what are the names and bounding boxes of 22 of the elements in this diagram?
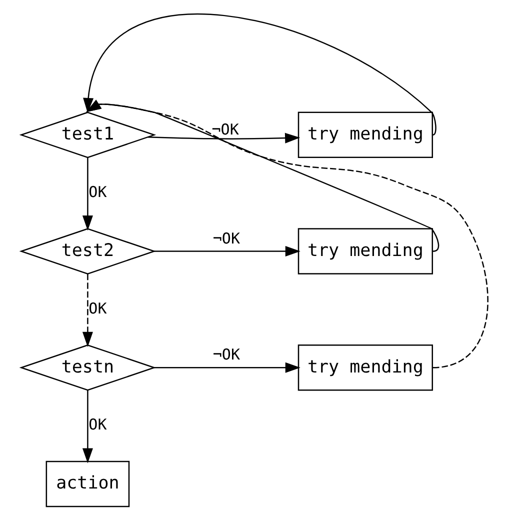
node-diamond: test2: [18, 228, 156, 274]
node-diamond: testn: [18, 344, 156, 391]
arrow: [82, 158, 92, 231]
arrow: [86, 100, 439, 252]
node-diamond: test1: [18, 112, 156, 158]
arrow: [154, 246, 300, 257]
arrow: [147, 132, 300, 144]
edge-label: OK: [88, 416, 106, 434]
edge-label: ¬OK: [211, 120, 238, 138]
edge-label: OK: [88, 299, 106, 318]
node-box: try mending: [297, 344, 432, 391]
edge-label: ¬OK: [212, 229, 240, 248]
arrow: [86, 100, 488, 368]
node-box: try mending: [297, 228, 432, 274]
arrow: [82, 390, 92, 464]
arrow: [154, 362, 300, 373]
edge-label: OK: [88, 182, 106, 201]
node-box: action: [45, 460, 130, 508]
arrow: [82, 14, 436, 136]
node-box: try mending: [297, 112, 432, 158]
arrow: [82, 274, 92, 347]
edge-label: ¬OK: [212, 346, 240, 364]
